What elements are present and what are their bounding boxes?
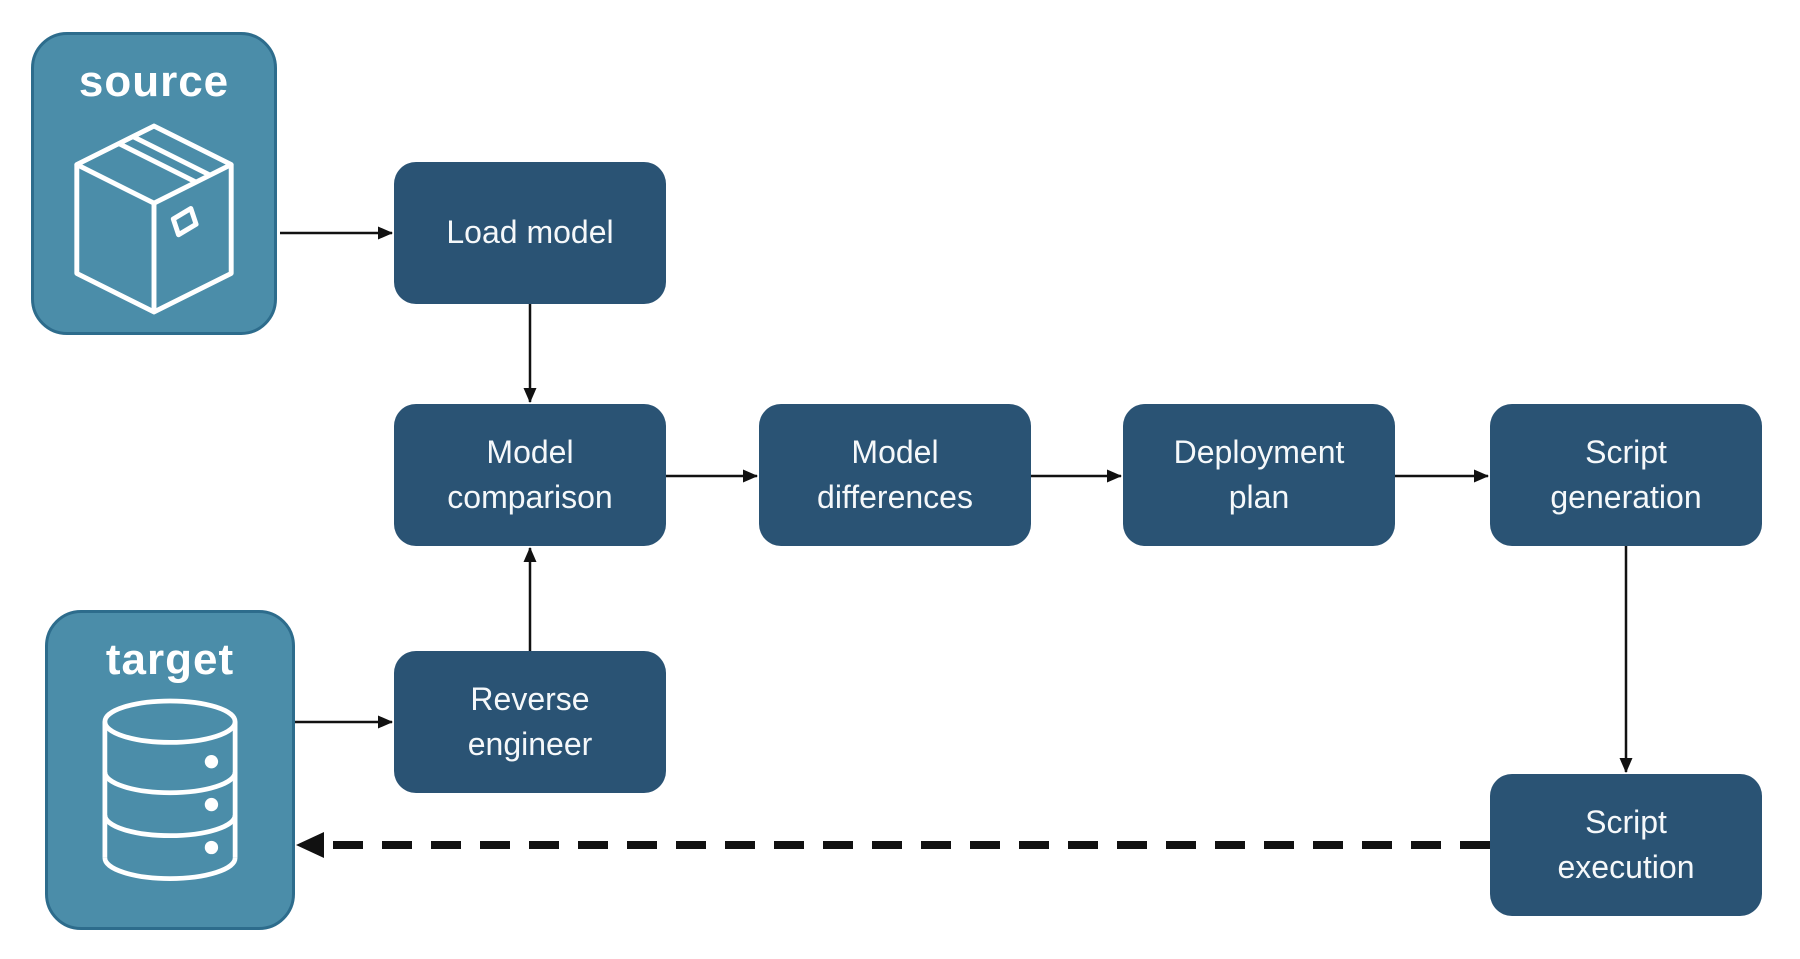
node-script-execution: Script execution	[1490, 774, 1762, 916]
target-label: target	[105, 635, 235, 684]
node-model-differences: Model differences	[759, 404, 1031, 546]
node-model-comparison: Model comparison	[394, 404, 666, 546]
node-script-generation: Script generation	[1490, 404, 1762, 546]
package-icon	[74, 123, 234, 315]
database-icon	[102, 698, 238, 881]
node-load-model: Load model	[394, 162, 666, 304]
node-source: source	[31, 32, 277, 335]
node-deployment-plan: Deployment plan	[1123, 404, 1395, 546]
source-label: source	[78, 57, 230, 106]
edge-script-execution-to-target	[296, 832, 1490, 858]
node-reverse-engineer: Reverse engineer	[394, 651, 666, 793]
dashed-arrowhead	[296, 832, 324, 858]
node-target: target	[45, 610, 295, 930]
